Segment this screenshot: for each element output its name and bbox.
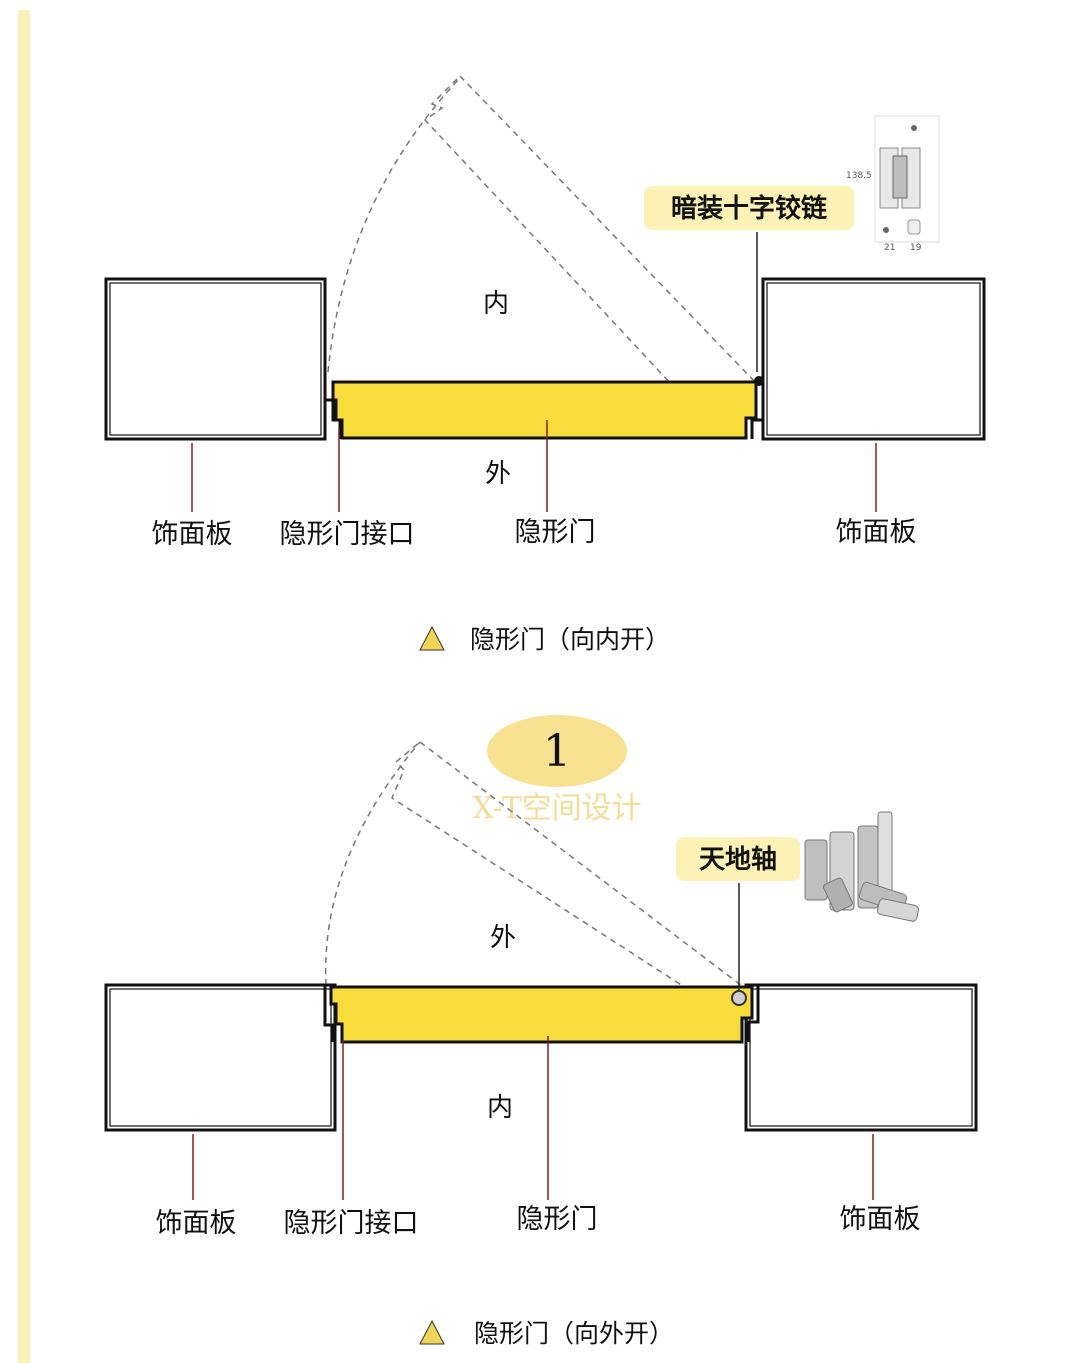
door-leaf-2 <box>329 985 754 1044</box>
caption-triangle-icon <box>419 625 445 651</box>
hardware-label-2: 天地轴 <box>699 845 777 875</box>
hardware-label-bg <box>644 186 854 230</box>
wall-panel-right <box>761 277 986 441</box>
diagram-outward: 外 内 天地轴 饰面板 隐形门接口 隐形门 饰面板 隐形门（向外开） <box>104 741 978 1348</box>
label-panel-left-2: 饰面板 <box>156 1208 237 1239</box>
side-label-bottom: 外 <box>485 459 511 489</box>
label-joint: 隐形门接口 <box>280 519 415 550</box>
caption-triangle-icon-2 <box>419 1319 445 1345</box>
joint-frame-right <box>750 382 765 439</box>
label-panel-left: 饰面板 <box>152 519 233 550</box>
hinge-dim-height: 138.5 <box>846 171 872 181</box>
wall-panel-right-2 <box>744 983 978 1132</box>
wall-panel-left-2-inner <box>109 988 332 1127</box>
caption: 隐形门（向内开） <box>470 625 670 654</box>
badge-ellipse <box>487 715 627 787</box>
floor-ceiling-pivot-pins-icon <box>804 811 919 922</box>
hinge-point <box>754 376 764 386</box>
joint-frame-left-2 <box>323 985 335 1042</box>
badge-number: 1 <box>543 726 571 777</box>
left-stripe <box>18 10 30 1363</box>
swing-arc <box>327 77 461 373</box>
joint-frame-left <box>323 382 342 439</box>
side-label-top: 内 <box>483 289 509 319</box>
wall-panel-right-inner <box>766 282 981 436</box>
side-label-top-2: 外 <box>490 923 516 953</box>
joint-frame-right-2 <box>746 985 760 1042</box>
wall-panel-left-2 <box>104 983 337 1132</box>
label-joint-2: 隐形门接口 <box>284 1208 419 1239</box>
hardware-label: 暗装十字铰链 <box>671 193 827 224</box>
open-door-ghost <box>423 74 759 416</box>
label-door-2: 隐形门 <box>517 1204 598 1235</box>
label-door: 隐形门 <box>515 517 596 548</box>
caption-2: 隐形门（向外开） <box>474 1319 674 1348</box>
hinge-dim-w2: 19 <box>910 243 922 253</box>
concealed-cross-hinge-icon <box>874 115 940 243</box>
diagram-inward: 内 外 暗装十字铰链 138.5 21 19 饰面板 隐形门接口 隐形门 饰面板 <box>104 74 986 654</box>
watermark: X-T空间设计 <box>472 791 641 826</box>
wall-panel-right-2-inner <box>749 988 973 1127</box>
hardware-label-bg-2 <box>676 837 800 881</box>
swing-arc-2 <box>324 741 421 986</box>
pivot-point <box>731 990 747 1006</box>
label-panel-right: 饰面板 <box>836 517 917 548</box>
wall-panel-left <box>104 277 327 441</box>
side-label-bottom-2: 内 <box>487 1093 513 1123</box>
label-panel-right-2: 饰面板 <box>840 1204 921 1235</box>
door-leaf <box>331 380 758 440</box>
wall-panel-left-inner <box>109 282 322 436</box>
open-door-ghost-2 <box>391 741 744 1011</box>
hinge-dim-w1: 21 <box>884 243 895 253</box>
